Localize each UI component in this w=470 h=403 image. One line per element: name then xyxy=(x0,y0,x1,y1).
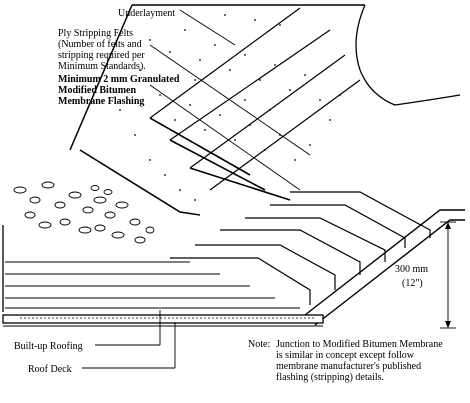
note: Note: Junction to Modified Bitumen Membr… xyxy=(248,339,443,383)
underlayment-label: Underlayment xyxy=(118,8,175,19)
note-line-2: is similar in concept except follow xyxy=(276,350,415,361)
note-line-3: membrane manufacturer's published xyxy=(276,361,421,372)
note-prefix: Note: xyxy=(248,339,270,350)
note-line-4: flashing (stripping) details. xyxy=(276,372,384,383)
height-imperial: (12") xyxy=(402,278,423,289)
flat-stripping-plies xyxy=(2,191,465,326)
leader-lines xyxy=(82,9,311,369)
height-value: 300 mm xyxy=(395,264,428,275)
ply-felts-line-2: (Number of felts and xyxy=(58,39,142,50)
height-dimension: 300 mm (12") xyxy=(395,221,456,329)
membrane-label: Minimum 2 mm Granulated Modified Bitumen… xyxy=(58,74,180,107)
ply-felts-line-1: Ply Stripping Felts xyxy=(58,28,133,39)
membrane-line-3: Membrane Flashing xyxy=(58,96,144,107)
built-up-roofing-label: Built-up Roofing xyxy=(14,341,83,352)
ply-felts-line-3: stripping required per xyxy=(58,50,145,61)
ply-felts-line-4: Minimum Standards). xyxy=(58,61,146,72)
sloped-roof-layers xyxy=(69,4,461,216)
roof-deck xyxy=(2,314,324,327)
note-line-1: Junction to Modified Bitumen Membrane xyxy=(276,339,443,350)
ply-felts-label: Ply Stripping Felts (Number of felts and… xyxy=(58,28,146,72)
membrane-line-2: Modified Bitumen xyxy=(58,85,136,96)
membrane-line-1: Minimum 2 mm Granulated xyxy=(58,74,180,85)
roof-deck-label: Roof Deck xyxy=(28,364,72,375)
gravel-aggregate xyxy=(13,181,155,244)
